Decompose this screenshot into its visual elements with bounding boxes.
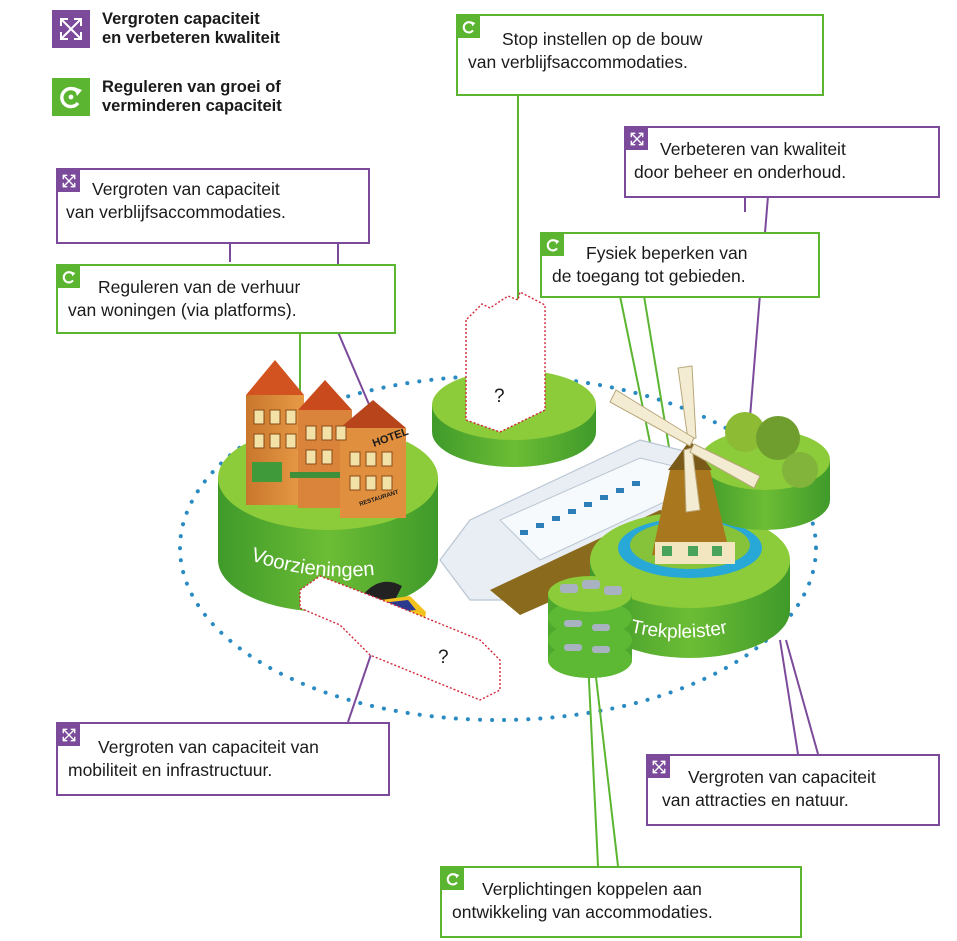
callout-verblijf-line1: Vergroten van capaciteit	[92, 179, 280, 199]
callout-mobiliteit-line1: Vergroten van capaciteit van	[98, 737, 319, 757]
callout-kwaliteit-beheer: Verbeteren van kwaliteit door beheer en …	[624, 126, 940, 198]
callout-toegang-line1: Fysiek beperken van	[586, 243, 748, 263]
legend-expand-text: Vergroten capaciteit en verbeteren kwali…	[102, 10, 362, 48]
legend-item-cycle: Reguleren van groei of verminderen capac…	[52, 78, 362, 116]
cycle-arrow-icon	[442, 868, 464, 890]
cycle-arrow-icon	[52, 78, 90, 116]
expand-arrows-icon	[648, 756, 670, 778]
cycle-arrow-icon	[458, 16, 480, 38]
callout-kwaliteit-line2: door beheer en onderhoud.	[634, 162, 847, 182]
removed-road-outline	[299, 575, 501, 701]
canal-houses: HOTEL RESTAURANT	[246, 360, 410, 518]
callout-attracties-capacity: Vergroten van capaciteit van attracties …	[646, 754, 940, 826]
legend-item-expand: Vergroten capaciteit en verbeteren kwali…	[52, 10, 362, 48]
cycle-arrow-icon	[542, 234, 564, 256]
callout-verhuur-line1: Reguleren van de verhuur	[98, 277, 301, 297]
legend-cycle-text: Reguleren van groei of verminderen capac…	[102, 78, 362, 116]
callout-koppelen-line2: ontwikkeling van accommodaties.	[452, 902, 713, 922]
expand-arrows-icon	[626, 128, 648, 150]
expand-arrows-icon	[58, 724, 80, 746]
callout-kwaliteit-line1: Verbeteren van kwaliteit	[660, 139, 846, 159]
callout-mobiliteit-capacity: Vergroten van capaciteit van mobiliteit …	[56, 722, 390, 796]
question-mark-top: ?	[494, 386, 505, 407]
callout-attracties-line2: van attracties en natuur.	[662, 790, 849, 810]
removed-building-outline	[465, 290, 546, 433]
callout-verhuur-line2: van woningen (via platforms).	[68, 300, 297, 320]
legend-expand-line1: Vergroten capaciteit	[102, 10, 260, 28]
callout-attracties-line1: Vergroten van capaciteit	[688, 767, 876, 787]
callout-mobiliteit-line2: mobiliteit en infrastructuur.	[68, 760, 273, 780]
parking-stack	[548, 576, 632, 678]
callout-bouw-line2: van verblijfsaccommodaties.	[468, 52, 688, 72]
callout-verblijf-capacity: Vergroten van capaciteit van verblijfsac…	[56, 168, 370, 244]
callout-koppelen-line1: Verplichtingen koppelen aan	[482, 879, 702, 899]
callout-bouw-line1: Stop instellen op de bouw	[502, 29, 703, 49]
legend-expand-line2: en verbeteren kwaliteit	[102, 29, 280, 47]
expand-arrows-icon	[58, 170, 80, 192]
legend-cycle-line2: verminderen capaciteit	[102, 97, 282, 115]
callout-verplichtingen-koppelen: Verplichtingen koppelen aan ontwikkeling…	[440, 866, 802, 938]
cycle-arrow-icon	[58, 266, 80, 288]
region-boundary-dots	[178, 374, 818, 722]
callout-bouw-stop: Stop instellen op de bouw van verblijfsa…	[456, 14, 824, 96]
legend-cycle-line1: Reguleren van groei of	[102, 78, 281, 96]
windmill	[609, 365, 761, 564]
expand-arrows-icon	[52, 10, 90, 48]
callout-toegang-beperken: Fysiek beperken van de toegang tot gebie…	[540, 232, 820, 298]
callout-toegang-line2: de toegang tot gebieden.	[552, 266, 746, 286]
callout-verhuur-regulation: Reguleren van de verhuur van woningen (v…	[56, 264, 396, 334]
question-mark-bottom: ?	[438, 647, 449, 668]
callout-verblijf-line2: van verblijfsaccommodaties.	[66, 202, 286, 222]
